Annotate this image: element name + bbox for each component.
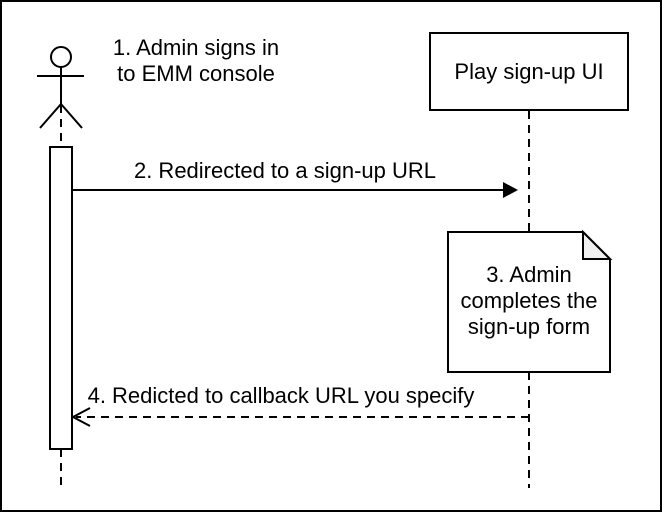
message-4-arrow — [70, 407, 529, 427]
actor-leg-left — [39, 103, 62, 129]
message-2-arrow — [72, 182, 518, 198]
message-2-arrowhead-icon — [503, 182, 518, 198]
actor-head — [50, 46, 72, 68]
note-body — [447, 231, 611, 373]
activation-bar — [49, 146, 73, 450]
message-4-label: 4. Redicted to callback URL you specify — [87, 383, 475, 408]
note-fold-icon — [582, 229, 613, 260]
message-2-label: 2. Redirected to a sign-up URL — [133, 158, 437, 183]
message-4-arrowhead-icon — [70, 407, 91, 427]
participant-box: Play sign-up UI — [429, 32, 629, 111]
participant-label: Play sign-up UI — [454, 58, 604, 84]
note-label: 3. Admin completes the sign-up form — [460, 262, 598, 339]
actor-leg-right — [60, 103, 83, 129]
stick-figure-actor-icon — [37, 46, 84, 129]
actor-label: 1. Admin signs in to EMM console — [112, 35, 280, 86]
note-shape — [447, 229, 613, 373]
